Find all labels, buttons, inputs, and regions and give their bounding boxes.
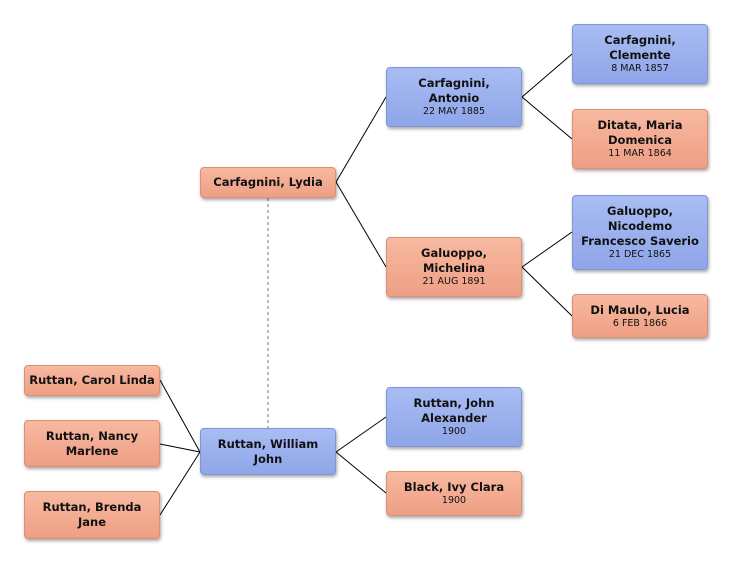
person-john-ruttan[interactable]: Ruttan, John Alexander 1900 bbox=[386, 387, 522, 447]
person-name: Black, Ivy Clara bbox=[403, 480, 505, 494]
person-name: Carfagnini, Lydia bbox=[213, 175, 323, 189]
connector-william-ivy bbox=[335, 451, 387, 494]
connector-lydia-antonio bbox=[335, 96, 387, 183]
connector-william-nancy bbox=[159, 443, 201, 453]
person-michelina-galuoppo[interactable]: Galuoppo, Michelina 21 AUG 1891 bbox=[386, 237, 522, 297]
person-name: Carfagnini, Clemente bbox=[604, 33, 676, 62]
person-date: 21 DEC 1865 bbox=[608, 249, 672, 260]
person-name: Ruttan, Carol Linda bbox=[29, 373, 155, 387]
person-date: 8 MAR 1857 bbox=[611, 63, 669, 74]
person-antonio-carfagnini[interactable]: Carfagnini, Antonio 22 MAY 1885 bbox=[386, 67, 522, 127]
person-name: Ruttan, Nancy Marlene bbox=[45, 428, 139, 458]
person-date: 21 AUG 1891 bbox=[422, 276, 486, 287]
connector-michelina-lucia bbox=[521, 266, 573, 317]
person-name: Galuoppo, Nicodemo Francesco Saverio bbox=[581, 204, 699, 248]
person-date: 11 MAR 1864 bbox=[608, 148, 672, 159]
person-clemente-carfagnini[interactable]: Carfagnini, Clemente 8 MAR 1857 bbox=[572, 24, 708, 84]
person-carol-ruttan[interactable]: Ruttan, Carol Linda bbox=[24, 365, 160, 396]
person-ivy-black[interactable]: Black, Ivy Clara 1900 bbox=[386, 471, 522, 516]
person-lucia-di-maulo[interactable]: Di Maulo, Lucia 6 FEB 1866 bbox=[572, 294, 708, 338]
person-name: Carfagnini, Antonio bbox=[418, 76, 490, 105]
person-name: Di Maulo, Lucia bbox=[590, 302, 690, 317]
person-date: 22 MAY 1885 bbox=[422, 106, 486, 117]
connector-antonio-maria bbox=[521, 96, 573, 140]
person-name: Ditata, Maria Domenica bbox=[597, 118, 683, 147]
connector-william-john bbox=[335, 416, 387, 453]
connector-lydia-michelina bbox=[335, 181, 387, 268]
person-brenda-ruttan[interactable]: Ruttan, Brenda Jane bbox=[24, 491, 160, 539]
person-date: 1900 bbox=[441, 426, 467, 437]
person-maria-ditata[interactable]: Ditata, Maria Domenica 11 MAR 1864 bbox=[572, 109, 708, 169]
connector-william-brenda bbox=[159, 451, 201, 516]
person-william-ruttan[interactable]: Ruttan, William John bbox=[200, 428, 336, 475]
connector-antonio-clemente bbox=[521, 53, 573, 98]
person-date: 1900 bbox=[441, 495, 467, 506]
connector-william-carol bbox=[159, 379, 201, 453]
person-nancy-ruttan[interactable]: Ruttan, Nancy Marlene bbox=[24, 420, 160, 467]
person-name: Ruttan, Brenda Jane bbox=[42, 500, 142, 529]
person-name: Ruttan, William John bbox=[217, 436, 319, 466]
connector-michelina-nicodemo bbox=[521, 231, 573, 268]
person-nicodemo-galuoppo[interactable]: Galuoppo, Nicodemo Francesco Saverio 21 … bbox=[572, 195, 708, 270]
person-name: Galuoppo, Michelina bbox=[421, 246, 487, 275]
person-name: Ruttan, John Alexander bbox=[413, 396, 495, 425]
person-date: 6 FEB 1866 bbox=[612, 317, 668, 329]
person-lydia-carfagnini[interactable]: Carfagnini, Lydia bbox=[200, 167, 336, 198]
